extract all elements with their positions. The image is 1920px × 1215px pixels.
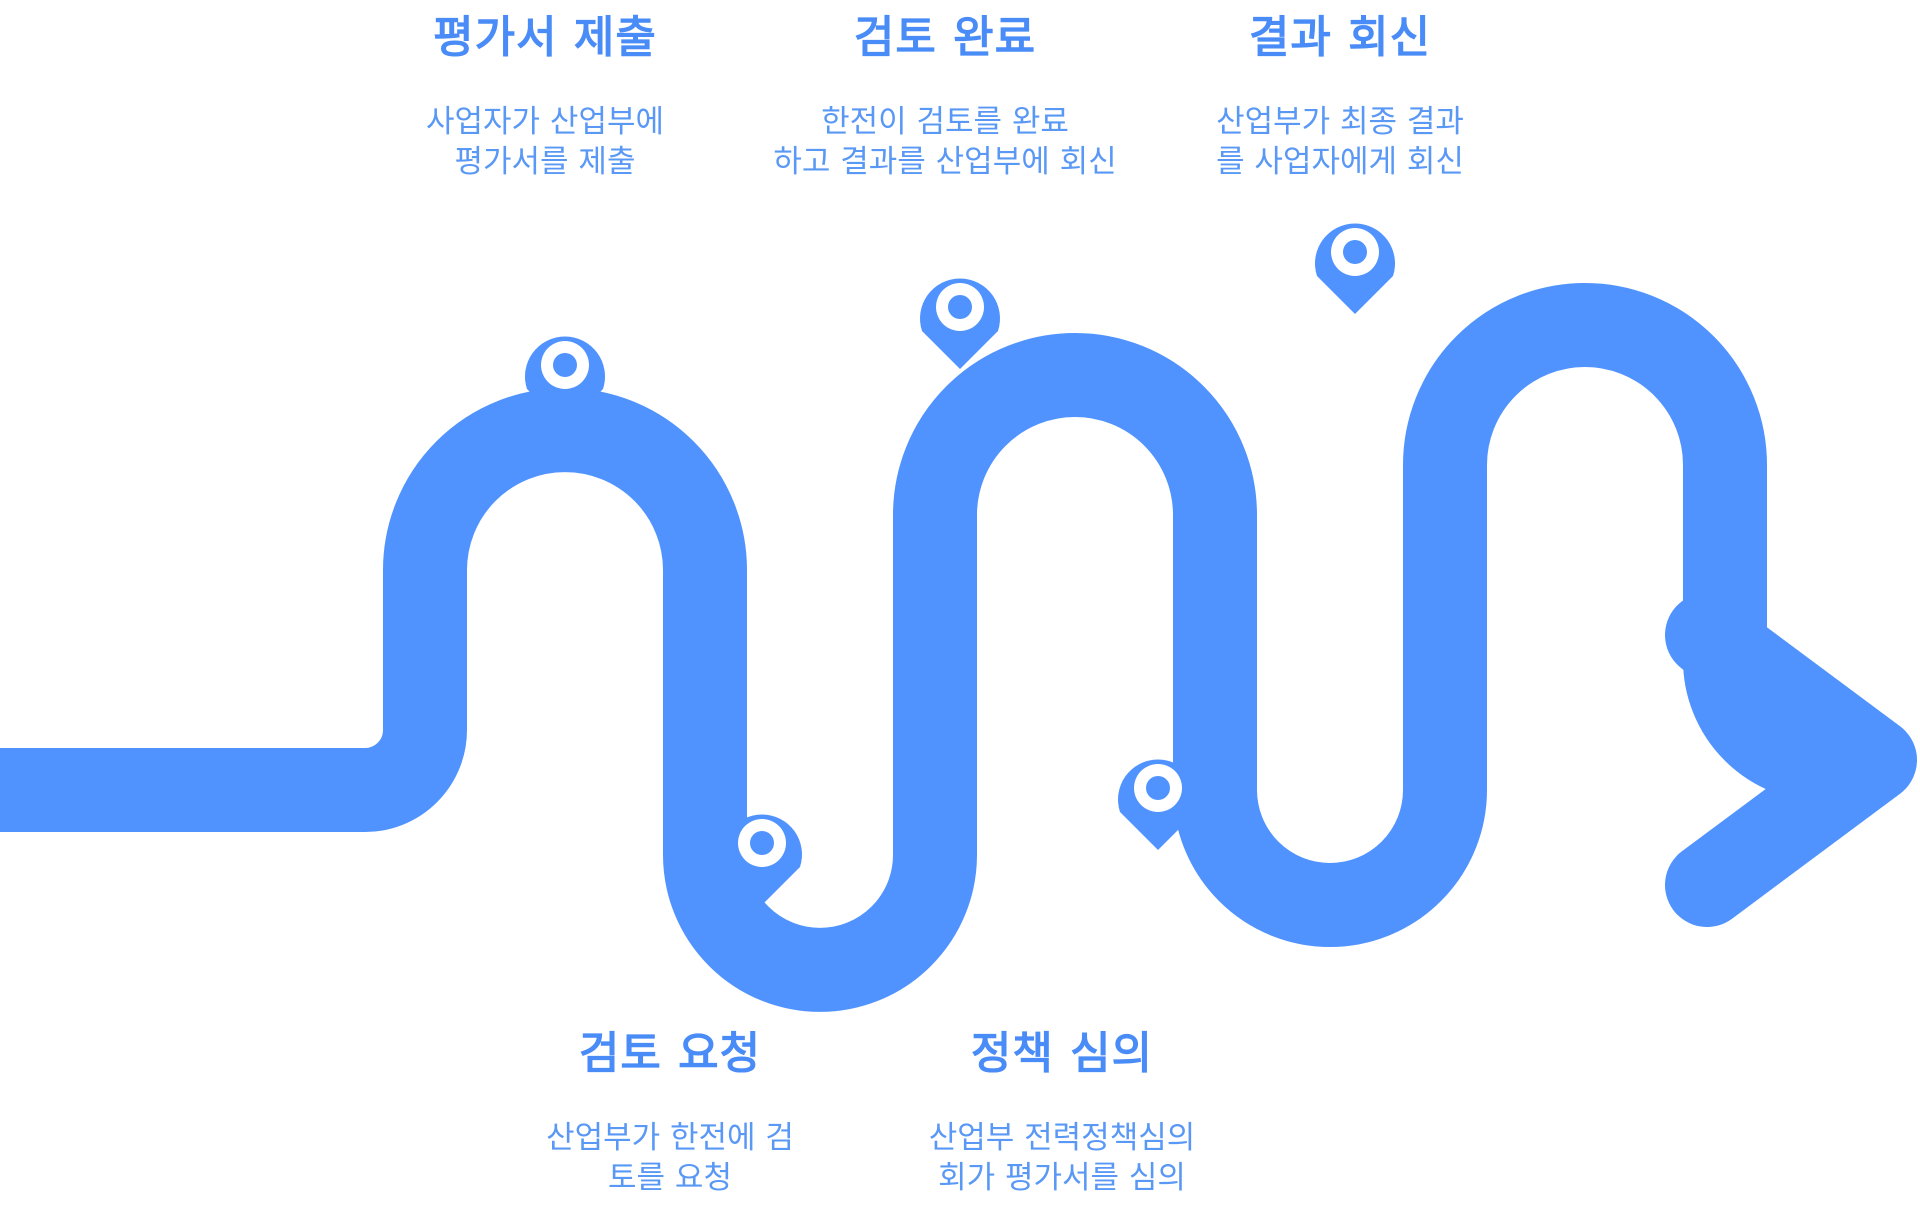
step-description: 산업부가 최종 결과 를 사업자에게 회신 [1216,104,1464,181]
step-result-reply: 결과 회신 산업부가 최종 결과 를 사업자에게 회신 [1130,12,1550,182]
step-description: 한전이 검토를 완료 하고 결과를 산업부에 회신 [773,104,1117,181]
step-description: 산업부 전력정책심의 회가 평가서를 심의 [928,1120,1196,1197]
location-pin-icon [722,814,802,905]
step-title: 검토 완료 [853,12,1037,63]
arrow-right-icon [1665,593,1917,927]
step-review-complete: 검토 완료 한전이 검토를 완료 하고 결과를 산업부에 회신 [735,12,1155,182]
step-policy-deliberation: 정책 심의 산업부 전력정책심의 회가 평가서를 심의 [852,1028,1272,1198]
step-description: 산업부가 한전에 검 토를 요청 [546,1120,794,1197]
step-submit-evaluation: 평가서 제출 사업자가 산업부에 평가서를 제출 [335,12,755,182]
location-pin-icon [1315,223,1395,314]
step-title: 평가서 제출 [433,12,657,63]
road-line [0,283,1867,1012]
step-description: 사업자가 산업부에 평가서를 제출 [425,104,664,181]
step-title: 결과 회신 [1248,12,1432,63]
step-title: 검토 요청 [578,1028,762,1079]
location-pin-icon [920,278,1000,369]
location-pin-icon [1118,759,1198,850]
step-review-request: 검토 요청 산업부가 한전에 검 토를 요청 [460,1028,880,1198]
step-title: 정책 심의 [970,1028,1154,1079]
location-pin-icon [525,336,605,427]
